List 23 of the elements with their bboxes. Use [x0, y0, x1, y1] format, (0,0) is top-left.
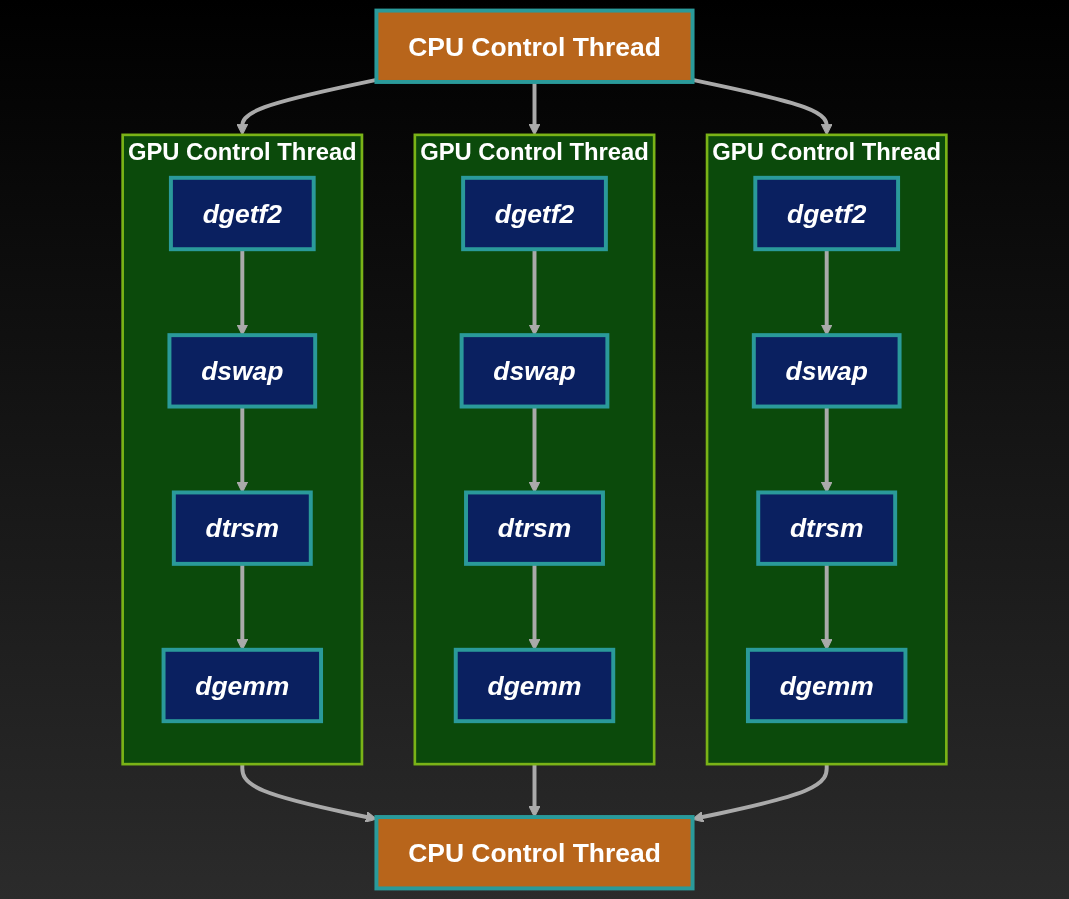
node-box: dgemm [745, 647, 908, 724]
node-box: dgetf2 [753, 175, 901, 252]
arrow [236, 406, 249, 493]
arrow [820, 406, 833, 493]
arrow [240, 764, 377, 823]
node-box: dgetf2 [461, 175, 608, 252]
arrow [528, 764, 541, 818]
node-box: CPU Control Thread [374, 815, 695, 891]
node-box: dswap [167, 333, 318, 409]
node-box: dtrsm [756, 490, 898, 566]
node-box: dswap [459, 333, 610, 409]
node-box: dtrsm [171, 490, 313, 566]
arrow [528, 406, 541, 493]
node-box: dtrsm [464, 490, 605, 566]
node-box: dgemm [453, 647, 616, 724]
arrow [236, 249, 249, 336]
arrow [820, 249, 833, 336]
node-box: dgemm [161, 647, 324, 724]
node-box: dswap [751, 333, 902, 409]
arrow [692, 764, 829, 823]
node-box: dgetf2 [168, 175, 316, 252]
node-box: CPU Control Thread [374, 8, 695, 84]
arrow [528, 249, 541, 336]
